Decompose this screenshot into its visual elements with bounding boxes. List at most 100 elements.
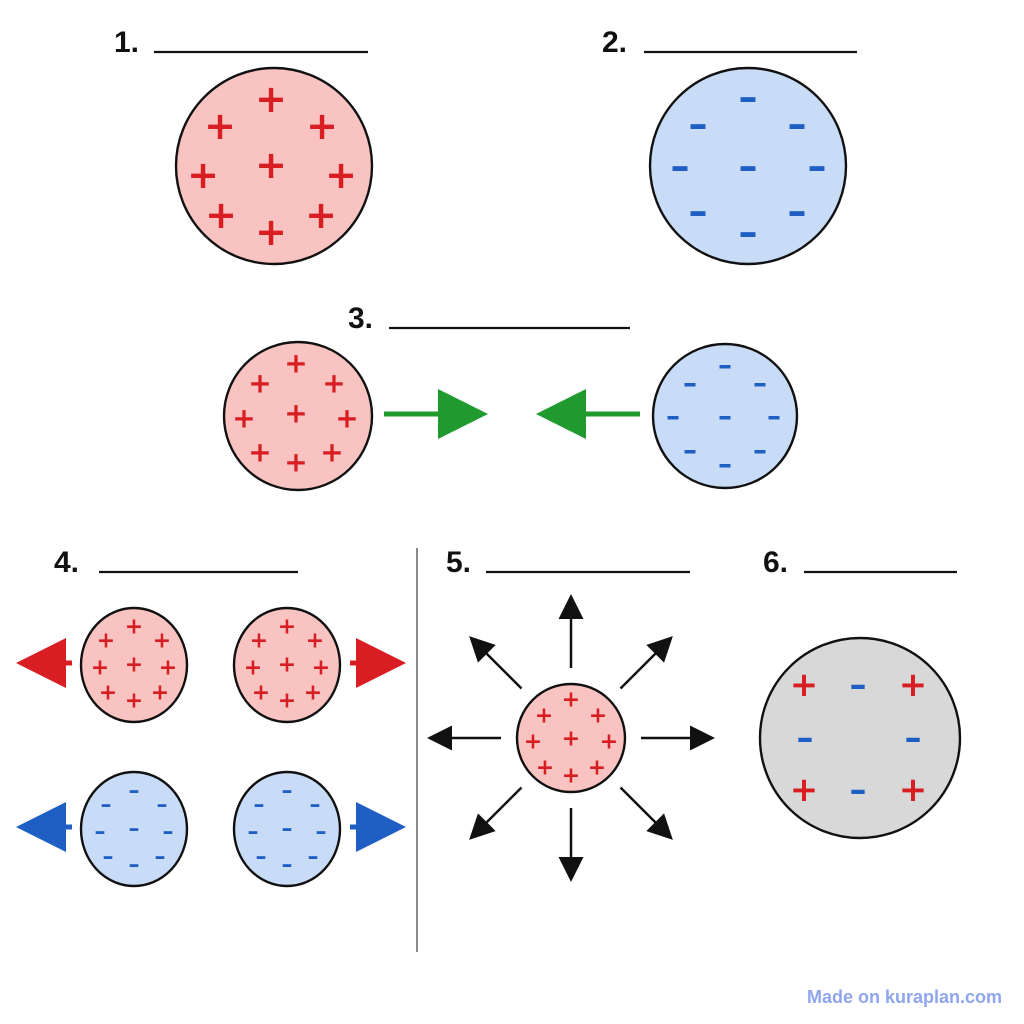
negative-sphere-3 — [651, 342, 799, 490]
minus-charge-symbol: – — [129, 817, 140, 842]
plus-charge-symbol: + — [790, 665, 819, 705]
field-line-arrow — [469, 786, 523, 840]
question-5: 5. +++++++++ — [427, 546, 715, 882]
minus-charge-symbol: – — [718, 400, 732, 433]
negative-sphere-2 — [648, 66, 848, 266]
minus-charge-symbol: – — [163, 820, 174, 845]
minus-charge-symbol: – — [689, 102, 708, 146]
charge-symbols-5: +++++++++ — [524, 688, 618, 789]
plus-charge-symbol: + — [322, 367, 345, 400]
charge-symbols-3-positive: +++++++++ — [232, 347, 358, 479]
plus-charge-symbol: + — [205, 193, 237, 237]
plus-charge-symbol: + — [91, 656, 109, 681]
plus-charge-symbol: + — [248, 436, 271, 469]
plus-charge-symbol: + — [204, 104, 236, 148]
minus-charge-symbol: – — [797, 718, 814, 758]
negative-sphere-4d — [232, 770, 342, 888]
question-4: 4. +++++++++ +++++++++ ––––––––– –––––––… — [16, 546, 406, 888]
positive-sphere-3 — [222, 340, 374, 492]
field-line-arrow — [619, 636, 673, 690]
charge-symbols-6: ++++–––– — [790, 665, 928, 810]
electric-field-lines — [427, 594, 715, 882]
minus-charge-symbol: – — [683, 367, 697, 400]
plus-charge-symbol: + — [278, 689, 296, 714]
charge-symbols-3-negative: ––––––––– — [666, 349, 781, 481]
minus-charge-symbol: – — [101, 793, 112, 818]
plus-charge-symbol: + — [536, 756, 554, 781]
minus-charge-symbol: – — [739, 75, 758, 119]
charge-symbols-2: ––––––––– — [671, 75, 827, 254]
plus-charge-symbol: + — [255, 143, 287, 187]
plus-charge-symbol: + — [588, 756, 606, 781]
charge-symbols-4b: +++++++++ — [244, 615, 330, 714]
plus-charge-symbol: + — [335, 402, 358, 435]
question-4-number: 4. — [54, 546, 79, 579]
minus-charge-symbol: – — [129, 779, 140, 804]
plus-charge-symbol: + — [306, 629, 324, 654]
minus-charge-symbol: – — [767, 400, 781, 433]
plus-charge-symbol: + — [159, 656, 177, 681]
plus-charge-symbol: + — [255, 210, 287, 254]
minus-charge-symbol: – — [282, 817, 293, 842]
plus-charge-symbol: + — [284, 397, 307, 430]
minus-charge-symbol: – — [308, 845, 319, 870]
charge-symbols-4a: +++++++++ — [91, 615, 177, 714]
plus-charge-symbol: + — [252, 681, 270, 706]
plus-charge-symbol: + — [125, 615, 143, 640]
minus-charge-symbol: – — [282, 853, 293, 878]
plus-charge-symbol: + — [232, 402, 255, 435]
minus-charge-symbol: – — [753, 434, 767, 467]
question-1: 1. +++++++++ — [114, 26, 374, 266]
plus-charge-symbol: + — [187, 153, 219, 197]
minus-charge-symbol: – — [739, 144, 758, 188]
question-1-number: 1. — [114, 26, 139, 59]
plus-charge-symbol: + — [562, 688, 580, 713]
question-6-number: 6. — [763, 546, 788, 579]
positive-sphere-4a — [79, 606, 189, 724]
plus-charge-symbol: + — [250, 629, 268, 654]
neutral-sphere-6 — [758, 636, 962, 840]
positive-sphere-1 — [174, 66, 374, 266]
negative-sphere-4c — [79, 770, 189, 888]
plus-charge-symbol: + — [562, 727, 580, 752]
charge-symbols-1: +++++++++ — [187, 77, 357, 254]
minus-charge-symbol: – — [129, 853, 140, 878]
plus-charge-symbol: + — [304, 681, 322, 706]
minus-charge-symbol: – — [256, 845, 267, 870]
plus-charge-symbol: + — [320, 436, 343, 469]
minus-charge-symbol: – — [689, 189, 708, 233]
minus-charge-symbol: – — [282, 779, 293, 804]
plus-charge-symbol: + — [255, 77, 287, 121]
plus-charge-symbol: + — [151, 681, 169, 706]
minus-charge-symbol: – — [718, 448, 732, 481]
question-2: 2. ––––––––– — [602, 26, 857, 266]
plus-charge-symbol: + — [305, 193, 337, 237]
plus-charge-symbol: + — [244, 656, 262, 681]
plus-charge-symbol: + — [312, 656, 330, 681]
plus-charge-symbol: + — [284, 347, 307, 380]
question-3: 3. +++++++++ ––––––––– — [222, 302, 799, 492]
plus-charge-symbol: + — [125, 689, 143, 714]
field-line-arrow — [619, 786, 673, 840]
plus-charge-symbol: + — [589, 704, 607, 729]
minus-charge-symbol: – — [316, 820, 327, 845]
positive-sphere-5 — [515, 682, 627, 794]
minus-charge-symbol: – — [95, 820, 106, 845]
charge-symbols-4c: ––––––––– — [95, 779, 174, 878]
plus-charge-symbol: + — [899, 770, 928, 810]
plus-charge-symbol: + — [97, 629, 115, 654]
minus-charge-symbol: – — [850, 665, 867, 705]
plus-charge-symbol: + — [325, 153, 357, 197]
field-line-arrow — [469, 636, 523, 690]
minus-charge-symbol: – — [739, 210, 758, 254]
plus-charge-symbol: + — [600, 730, 618, 755]
minus-charge-symbol: – — [666, 400, 680, 433]
minus-charge-symbol: – — [788, 102, 807, 146]
minus-charge-symbol: – — [254, 793, 265, 818]
minus-charge-symbol: – — [905, 718, 922, 758]
question-5-number: 5. — [446, 546, 471, 579]
plus-charge-symbol: + — [306, 104, 338, 148]
plus-charge-symbol: + — [125, 653, 143, 678]
plus-charge-symbol: + — [524, 730, 542, 755]
